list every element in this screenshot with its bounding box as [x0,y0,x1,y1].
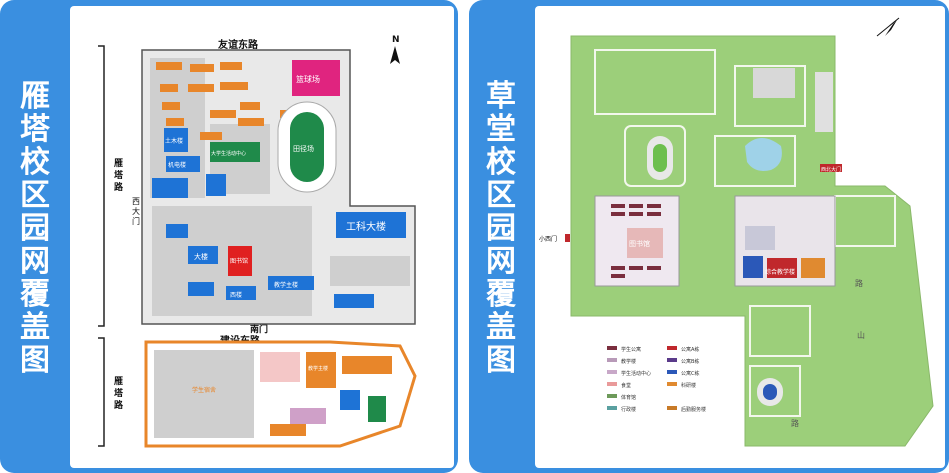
road-north-label: 友谊东路 [218,38,259,51]
road-west-label: 雁 塔 路 [114,158,124,193]
svg-text:教学楼: 教学楼 [621,358,636,365]
building-xilou [226,286,256,300]
svg-text:公寓C栋: 公寓C栋 [681,370,700,377]
svg-text:行政楼: 行政楼 [621,406,636,413]
building-engineering-label: 工科大楼 [346,220,386,233]
pond [745,138,782,171]
gate-south-label: 南门 [250,323,268,335]
svg-text:门: 门 [132,216,140,226]
road-label-1: 路 [855,278,863,288]
west-gate-marker [565,234,570,242]
svg-text:塔: 塔 [114,387,124,399]
library-block [228,246,252,276]
svg-text:科研楼: 科研楼 [681,382,696,389]
library-block [627,228,663,258]
svg-text:路: 路 [114,181,124,193]
track-field [290,112,324,182]
svg-text:西: 西 [132,197,140,206]
teaching-block-label: 综合教学楼 [765,268,795,276]
west-bracket [98,45,105,327]
svg-text:体育馆: 体育馆 [621,394,636,401]
building-dalou [188,246,218,264]
svg-text:公寓B栋: 公寓B栋 [681,358,699,365]
building-jiaoxue-label: 教学主楼 [274,281,298,289]
building-engineering [336,212,406,238]
building-tumu-label: 土木楼 [165,137,183,145]
right-panel-title: 草堂 校区 园网 覆盖 图 [486,79,516,378]
teaching-block [767,258,797,278]
svg-text:路: 路 [114,399,124,411]
track-field-north [653,144,667,172]
road-label-2: 山 [857,330,865,340]
south-building-a-label: 学生宿舍 [192,386,216,394]
building-center [210,142,260,162]
caotang-campus-map: 图书馆 综合教学楼 小西门 西北大门 路 山 路 学生公寓 教学楼 学生活动中心… [535,6,945,468]
west-bracket-south [98,337,105,447]
south-building-c-label: 教学主楼 [308,365,328,372]
map-legend: 学生公寓 教学楼 学生活动中心 食堂 体育馆 行政楼 公寓A栋 公寓B栋 公寓C… [607,346,706,413]
svg-text:雁: 雁 [114,376,123,387]
track-field-south [763,384,777,400]
building-jixie-label: 机电楼 [168,161,186,169]
building-center-label: 大学生活动中心 [211,150,246,157]
gym-block [292,60,340,96]
svg-text:学生公寓: 学生公寓 [621,346,641,353]
gate-west-label: 西 大 门 [132,197,140,226]
svg-text:食堂: 食堂 [621,382,631,389]
building-jiaoxue [268,276,314,290]
svg-text:公寓A栋: 公寓A栋 [681,346,699,353]
south-building-c [306,352,336,388]
svg-text:大: 大 [132,206,140,216]
left-panel-title: 雁塔 校区 园网 覆盖 图 [20,79,50,378]
west-gate-label: 小西门 [539,235,557,243]
north-gate-marker [820,164,842,172]
svg-text:N: N [392,35,400,45]
road-west-label-2: 雁 塔 路 [114,376,124,411]
field-label: 田径场 [293,144,314,153]
compass-icon: N [390,35,400,64]
library-label: 图书馆 [629,239,650,248]
library-label: 图书馆 [230,257,248,265]
svg-text:后勤服务楼: 后勤服务楼 [681,406,706,413]
yanta-campus-map: N 友谊东路 北门 南门 建设东路 雁 塔 路 雁 塔 路 西 大 门 [70,6,454,468]
building-tumu [164,128,188,152]
compass-icon [876,17,900,37]
svg-text:雁: 雁 [114,158,123,169]
road-label-3: 路 [791,418,799,428]
svg-text:塔: 塔 [114,169,124,181]
building-jixie [166,156,200,172]
svg-text:学生活动中心: 学生活动中心 [621,370,651,377]
building-xilou-label: 西楼 [230,291,242,299]
building-dalou-label: 大楼 [194,252,208,261]
gym-label: 篮球场 [296,74,320,84]
north-gate-label: 西北大门 [821,166,841,173]
